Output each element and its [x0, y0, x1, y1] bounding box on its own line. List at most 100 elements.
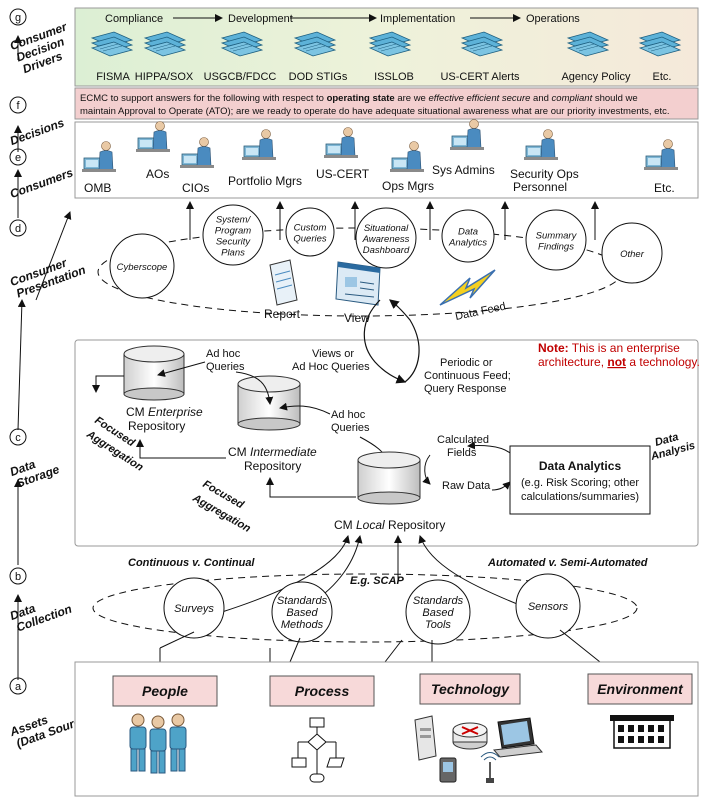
driver-documents: FISMA HIPPA/SOX USGCB/FDCC DOD STIGs ISSLOB U…: [91, 31, 681, 83]
asset-box: [587, 673, 693, 705]
collection-ellipse: [92, 573, 638, 643]
collection-circle-label: Standards: [277, 595, 328, 607]
consumer-label: AOs: [146, 167, 169, 181]
building-icon: [610, 715, 674, 749]
presentation-circle: [202, 204, 264, 266]
calc-arrow-2: [422, 454, 431, 485]
consumer-label: US-CERT: [316, 167, 370, 181]
presentation-circle-label: Other: [620, 249, 645, 260]
side-letter-b: b: [15, 571, 21, 583]
presentation-circle-label: System/: [216, 215, 252, 226]
decisions-panel: [74, 87, 699, 120]
presentation-circle: [441, 209, 495, 263]
views-label-1: Views or: [312, 348, 354, 360]
collection-circle-label: Based: [422, 607, 454, 619]
enterprise-repo-label-2: Repository: [128, 419, 185, 433]
periodic-label-2: Continuous Feed;: [424, 370, 511, 382]
side-label-f: Decisions: [8, 115, 66, 148]
adhoc2-arrow: [279, 402, 331, 415]
laptop-icon: [493, 717, 543, 758]
asset-box: [112, 675, 218, 707]
side-label-line: Decisions: [8, 115, 66, 148]
periodic-label-3: Query Response: [424, 383, 507, 395]
data-analytics-box: [509, 445, 651, 515]
consumer-label: CIOs: [182, 181, 209, 195]
consumers-panel: [74, 121, 699, 199]
asset-label: Environment: [597, 681, 684, 697]
consumer-label: Personnel: [513, 180, 567, 194]
collection-circle-label: Methods: [281, 619, 324, 631]
driver-item: ISSLOB: [374, 71, 414, 83]
driver-item: FISMA: [96, 71, 130, 83]
local-repo-label: CM Local Repository: [334, 518, 445, 532]
presentation-circle-label: Dashboard: [363, 245, 410, 256]
side-letter-a: a: [15, 681, 22, 693]
side-letter-circle: [9, 567, 27, 585]
asset-label: Process: [295, 683, 350, 699]
calc-arrow-3: [491, 481, 511, 491]
driver-item: HIPPA/SOX: [135, 71, 194, 83]
enterprise-repo-label: CM Enterprise: [126, 405, 203, 419]
asset-boxes: People Process Technology Environment: [112, 673, 693, 707]
collection-circle-label: Standards: [413, 595, 464, 607]
consumer-label: Security Ops: [510, 167, 579, 181]
asset-label: Technology: [431, 681, 510, 697]
decisions-line-2: maintain Approval to Operate (ATO); are …: [80, 106, 670, 117]
asset-connectors: [159, 629, 601, 663]
report-icon: [269, 259, 298, 306]
consumer-label: Etc.: [654, 181, 675, 195]
local-repository-icon: [357, 451, 421, 505]
asset-label: People: [142, 683, 188, 699]
presentation-circle-label: Cyberscope: [117, 262, 168, 273]
consumer-label: OMB: [84, 181, 111, 195]
view-icon: [335, 261, 381, 306]
process-flowchart-icon: [291, 717, 345, 783]
presentation-circle-label: Findings: [538, 242, 574, 253]
presentation-circle-label: Awareness: [362, 234, 410, 245]
driver-phase: Development: [228, 13, 293, 25]
presentation-circle: [109, 233, 175, 299]
antenna-icon: [480, 752, 500, 783]
asset-box: [269, 675, 375, 707]
adhoc1-arrow-2: [235, 371, 274, 405]
enterprise-repository-icon: [123, 345, 185, 401]
collection-circle: [405, 579, 471, 645]
data-feed-icon: [439, 269, 496, 306]
presentation-circle-label: Summary: [536, 231, 578, 242]
calc-fields-1: Calculated: [437, 434, 489, 446]
presentation-circle: [355, 207, 417, 269]
side-letter-circle: [9, 219, 27, 237]
collection-circle: [271, 581, 333, 643]
side-arrows: [14, 35, 72, 680]
calc-fields-2: Fields: [447, 447, 477, 459]
data-analytics-title: Data Analytics: [539, 459, 622, 473]
driver-item: US-CERT Alerts: [440, 71, 520, 83]
presentation-circle-label: Program: [215, 226, 252, 237]
driver-phase: Operations: [526, 13, 580, 25]
presentation-circle-label: Plans: [221, 248, 245, 259]
adhoc2-label-1: Ad hoc: [331, 409, 366, 421]
intermediate-repo-label-2: Repository: [244, 459, 301, 473]
side-letter-circle: [9, 8, 27, 26]
driver-item: Agency Policy: [561, 71, 631, 83]
decisions-line-1: ECMC to support answers for the followin…: [80, 93, 638, 104]
driver-item: DOD STIGs: [289, 71, 348, 83]
driver-item: USGCB/FDCC: [204, 71, 277, 83]
adhoc2-label-2: Queries: [331, 422, 370, 434]
presentation-circles: CyberscopeSystem/ProgramSecurityPlansCus…: [109, 204, 663, 299]
enterprise-arrow: [92, 375, 124, 393]
collection-circle-label: Surveys: [174, 603, 214, 615]
presentation-circle: [285, 207, 335, 257]
side-letter-f: f: [16, 100, 20, 112]
aggregation-arrow-1: [136, 439, 226, 459]
views-label-2: Ad Hoc Queries: [292, 361, 370, 373]
architecture-note-2: architecture, not a technology.: [538, 355, 700, 369]
adhoc1-arrow: [157, 361, 206, 377]
collection-circle: [515, 573, 581, 639]
presentation-circle-label: Queries: [293, 234, 327, 245]
